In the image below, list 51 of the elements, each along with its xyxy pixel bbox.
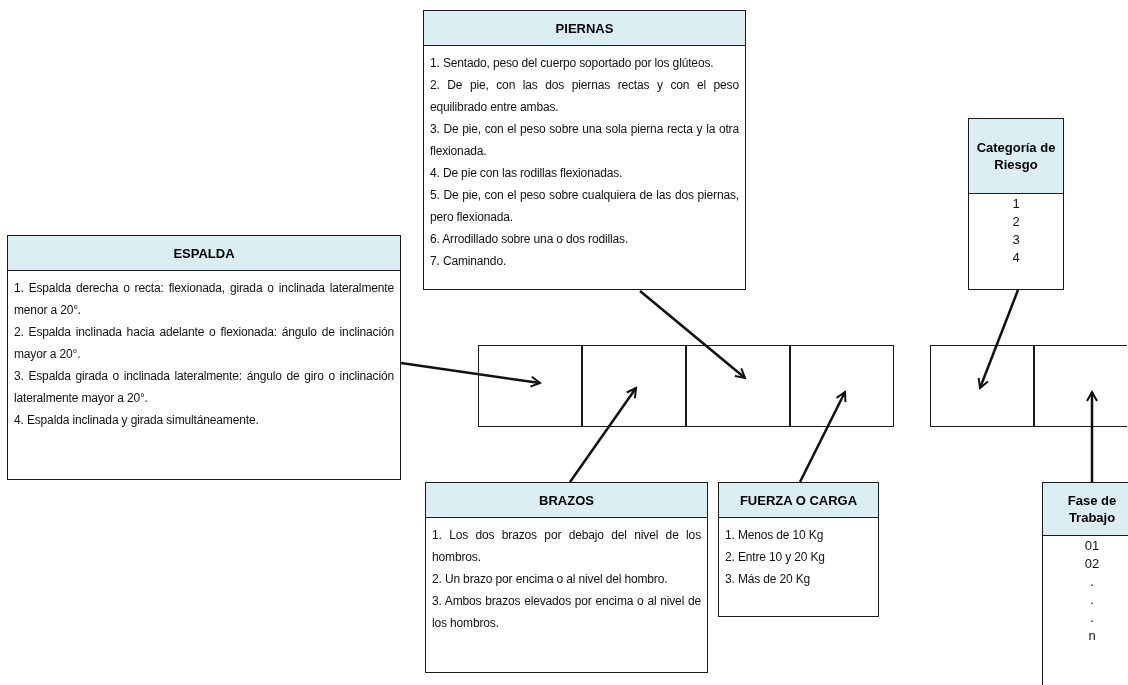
list-item: 3. Espalda girada o inclinada lateralmente: ángulo de giro o inclinación lateralmente mayor a 20°. xyxy=(14,368,394,407)
category-panel xyxy=(7,235,401,480)
list-item: . xyxy=(1089,591,1095,609)
panel-heading: PIERNAS xyxy=(424,11,745,46)
list-item: 3. Más de 20 Kg xyxy=(725,571,812,588)
panel-heading: Categoría de Riesgo xyxy=(969,119,1063,194)
table-cell-box xyxy=(686,345,790,427)
list-item: 4. Espalda inclinada y girada simultáneamente. xyxy=(14,412,260,429)
category-panel xyxy=(1042,482,1128,685)
category-panel xyxy=(968,118,1064,290)
list-item: 2. Entre 10 y 20 Kg xyxy=(725,549,826,566)
arrow xyxy=(400,361,541,388)
arrow xyxy=(1086,391,1098,482)
list-item: 01 xyxy=(1083,537,1101,555)
arrow xyxy=(977,289,1020,389)
list-item: 3. De pie, con el peso sobre una sola pierna recta y la otra flexionada. xyxy=(430,121,739,160)
list-item: 6. Arrodillado sobre una o dos rodillas. xyxy=(430,231,630,248)
arrow xyxy=(568,387,638,483)
list-item: 7. Caminando. xyxy=(430,253,508,270)
list-item: 1. Sentado, peso del cuerpo soportado por los glúteos. xyxy=(430,55,715,72)
list-item: 2. Espalda inclinada hacia adelante o flexionada: ángulo de inclinación mayor a 20°. xyxy=(14,324,394,363)
list-item: 3 xyxy=(1011,231,1021,249)
table-cell-box xyxy=(1034,345,1127,427)
arrow xyxy=(798,391,847,483)
category-panel xyxy=(425,482,708,673)
list-item: 1. Los dos brazos por debajo del nivel de los hombros. xyxy=(432,527,701,566)
list-item: 3. Ambos brazos elevados por encima o al nivel de los hombros. xyxy=(432,593,701,632)
category-panel xyxy=(423,10,746,290)
list-item: 1. Espalda derecha o recta: flexionada, girada o inclinada lateralmente menor a 20°. xyxy=(14,280,394,319)
panel-heading: ESPALDA xyxy=(8,236,400,271)
list-item: 1 xyxy=(1011,195,1021,213)
list-item: . xyxy=(1089,573,1095,591)
table-cell-box xyxy=(478,345,582,427)
list-item: 2. Un brazo por encima o al nivel del hombro. xyxy=(432,571,669,588)
list-item: 2 xyxy=(1011,213,1021,231)
table-cell-box xyxy=(790,345,894,427)
panel-heading: Fase de Trabajo xyxy=(1043,483,1128,536)
list-item: 2. De pie, con las dos piernas rectas y con el peso equilibrado entre ambas. xyxy=(430,77,739,116)
list-item: 4. De pie con las rodillas flexionadas. xyxy=(430,165,624,182)
list-item: . xyxy=(1089,609,1095,627)
category-panel xyxy=(718,482,879,617)
list-item: 4 xyxy=(1011,249,1021,267)
table-cell-box xyxy=(582,345,686,427)
panel-heading: BRAZOS xyxy=(426,483,707,518)
table-cell-box xyxy=(930,345,1034,427)
list-item: 02 xyxy=(1083,555,1101,573)
arrow xyxy=(639,290,746,379)
list-item: 1. Menos de 10 Kg xyxy=(725,527,825,544)
list-item: n xyxy=(1087,627,1097,645)
panel-heading: FUERZA O CARGA xyxy=(719,483,878,518)
list-item: 5. De pie, con el peso sobre cualquiera de las dos piernas, pero flexionada. xyxy=(430,187,739,226)
